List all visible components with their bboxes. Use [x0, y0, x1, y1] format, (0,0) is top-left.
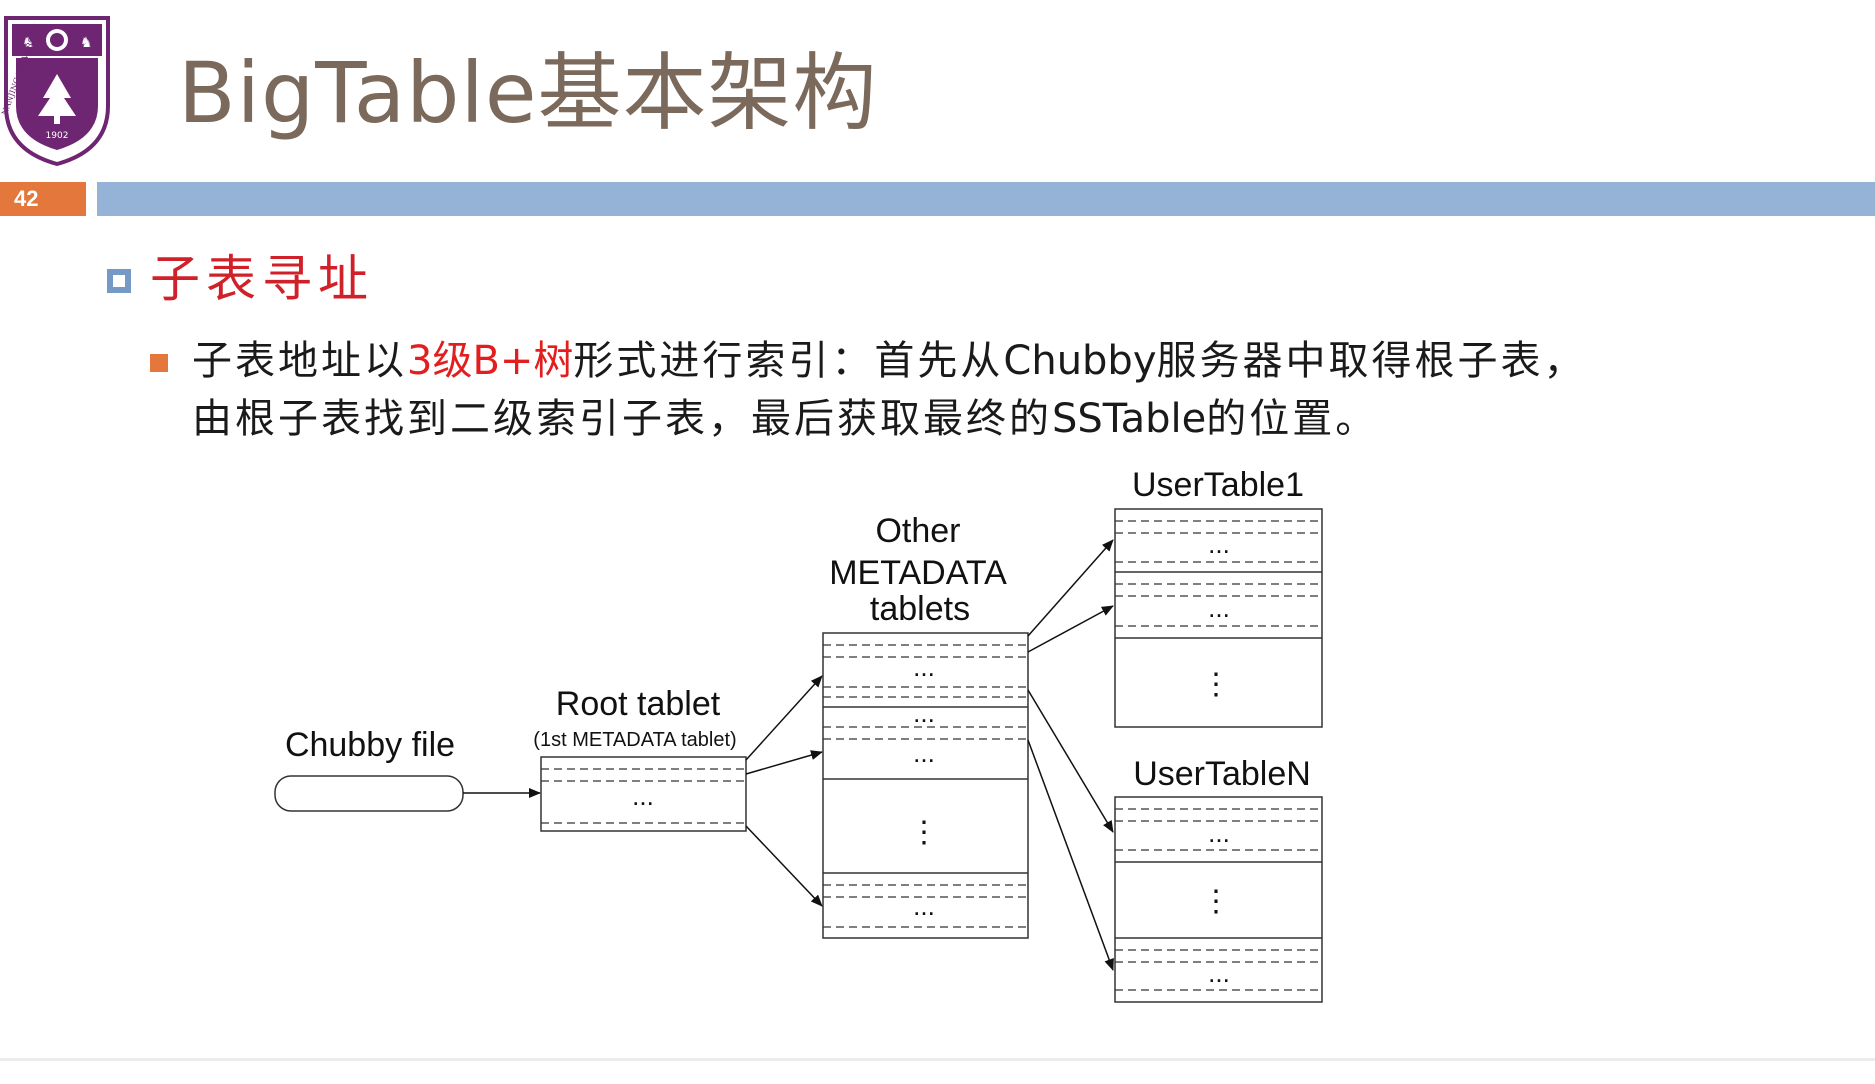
root-tablet-box — [540, 756, 747, 832]
bullet-level1: 子表寻址 — [150, 250, 374, 308]
root-ellipsis: ... — [632, 781, 654, 811]
svg-text:♞: ♞ — [80, 35, 93, 51]
metadata-ellipsis-1: ... — [913, 652, 935, 682]
usertable1-ellipsis-2: ... — [1208, 593, 1230, 623]
arrow-meta-user1-a — [1027, 539, 1114, 637]
arrow-root-meta-2 — [745, 750, 823, 775]
bullet-level2-line1: 子表地址以3级B+树形式进行索引：首先从Chubby服务器中取得根子表， — [192, 332, 1792, 390]
usertable1-box — [1114, 508, 1323, 728]
page-number-box — [0, 182, 86, 216]
page-number: 42 — [14, 186, 39, 211]
svg-text:♞: ♞ — [22, 35, 35, 51]
usertable1-label: UserTable1 — [1132, 466, 1304, 504]
metadata-ellipsis-3: ... — [913, 738, 935, 768]
bullet-level2: 子表地址以3级B+树形式进行索引：首先从Chubby服务器中取得根子表， 由根子… — [192, 332, 1792, 448]
usertablen-ellipsis-2: ... — [1208, 958, 1230, 988]
bullet-level2-line2: 由根子表找到二级索引子表，最后获取最终的SSTable的位置。 — [192, 390, 1792, 448]
bullet-text: Chubby — [1003, 338, 1157, 384]
bullet-text: 由根子表找到二级索引子表，最后获取最终的 — [192, 396, 1052, 442]
bullet-text: 的位置。 — [1206, 396, 1379, 442]
bullet-text: 服务器中取得根子表， — [1156, 338, 1587, 384]
arrow-root-meta-3 — [745, 825, 823, 907]
usertable1-vertical-ellipsis: ⋮ — [1201, 668, 1231, 701]
metadata-label-line2: METADATA — [829, 554, 1007, 592]
usertablen-box — [1114, 796, 1323, 1003]
slide-title: BigTable基本架构 — [178, 44, 878, 142]
title-bar — [97, 182, 1875, 216]
arrow-meta-user1-b — [1027, 605, 1114, 653]
arrow-meta-usern-b — [1027, 739, 1114, 971]
bullet-square-small-icon — [150, 354, 168, 372]
metadata-label-line1: Other — [875, 512, 960, 550]
chubby-file-label: Chubby file — [285, 726, 455, 764]
metadata-ellipsis-2: ... — [913, 698, 935, 728]
usertablen-label: UserTableN — [1133, 755, 1311, 793]
bottom-divider — [0, 1058, 1875, 1061]
root-tablet-label: Root tablet — [556, 685, 721, 723]
chubby-file-box — [274, 775, 464, 812]
metadata-tablets-box — [822, 632, 1029, 939]
university-logo: ♞ ♞ 1902 NANJING UNIVERSITY — [0, 16, 110, 166]
arrow-root-meta-1 — [745, 675, 823, 761]
usertable1-ellipsis-1: ... — [1208, 529, 1230, 559]
root-tablet-sublabel: (1st METADATA tablet) — [533, 729, 736, 751]
bullet-text: SSTable — [1052, 396, 1207, 442]
metadata-ellipsis-4: ... — [913, 891, 935, 921]
arrow-meta-usern-a — [1027, 689, 1114, 833]
bullet-text: 形式进行索引：首先从 — [573, 338, 1004, 384]
bullet-text: 子表地址以 — [192, 338, 407, 384]
metadata-label-line3: tablets — [870, 590, 970, 628]
usertablen-ellipsis-1: ... — [1208, 818, 1230, 848]
bullet-square-icon — [107, 269, 131, 293]
usertablen-vertical-ellipsis: ⋮ — [1201, 885, 1231, 918]
highlight-text: 3级B+树 — [407, 338, 574, 384]
logo-year: 1902 — [46, 131, 69, 141]
metadata-vertical-ellipsis: ⋮ — [909, 816, 939, 849]
